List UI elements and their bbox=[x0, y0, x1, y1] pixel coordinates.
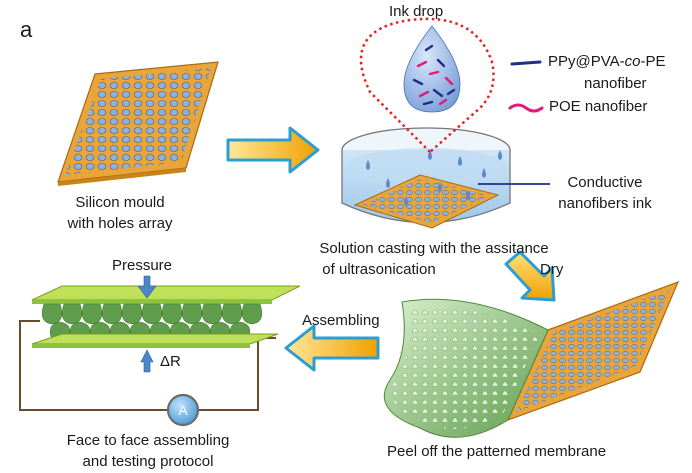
petri-dish bbox=[341, 127, 511, 229]
ppy-legend-label-2: nanofiber bbox=[584, 75, 647, 92]
poe-legend-line bbox=[508, 103, 544, 113]
ammeter-icon bbox=[166, 393, 200, 427]
casting-label-2: of ultrasonication bbox=[322, 261, 436, 278]
casting-label-1: Solution casting with the assitance bbox=[319, 240, 549, 257]
delta-r-label: ΔR bbox=[160, 353, 181, 370]
silicon-mould bbox=[57, 61, 219, 186]
mould-label-2: with holes array bbox=[67, 215, 173, 232]
arrow-to-casting bbox=[226, 126, 320, 174]
sensor-assembly bbox=[19, 275, 301, 411]
dry-label: Dry bbox=[540, 261, 564, 278]
ppy-legend-line bbox=[510, 60, 542, 66]
ppy-legend-label: PPy@PVA-co-PE bbox=[548, 53, 666, 70]
assembling-label: Assembling bbox=[302, 312, 380, 329]
poe-legend-label: POE nanofiber bbox=[549, 98, 648, 115]
arrow-dry bbox=[504, 250, 556, 302]
ink-label-1: Conductive bbox=[567, 174, 643, 191]
mould-label-1: Silicon mould bbox=[75, 194, 165, 211]
pressure-label: Pressure bbox=[112, 257, 173, 274]
arrow-assembling bbox=[284, 324, 380, 372]
ink-label-2: nanofibers ink bbox=[558, 195, 652, 212]
face-label-2: and testing protocol bbox=[82, 453, 214, 470]
ink-drop-title: Ink drop bbox=[389, 3, 444, 20]
panel-label: a bbox=[20, 17, 33, 42]
ink-drop-callout bbox=[359, 17, 495, 154]
peel-label: Peel off the patterned membrane bbox=[387, 443, 607, 460]
ammeter-label: A bbox=[178, 402, 188, 418]
face-label-1: Face to face assembling bbox=[66, 432, 230, 449]
peeled-membrane bbox=[383, 280, 680, 438]
ink-drop-icon bbox=[403, 25, 461, 113]
